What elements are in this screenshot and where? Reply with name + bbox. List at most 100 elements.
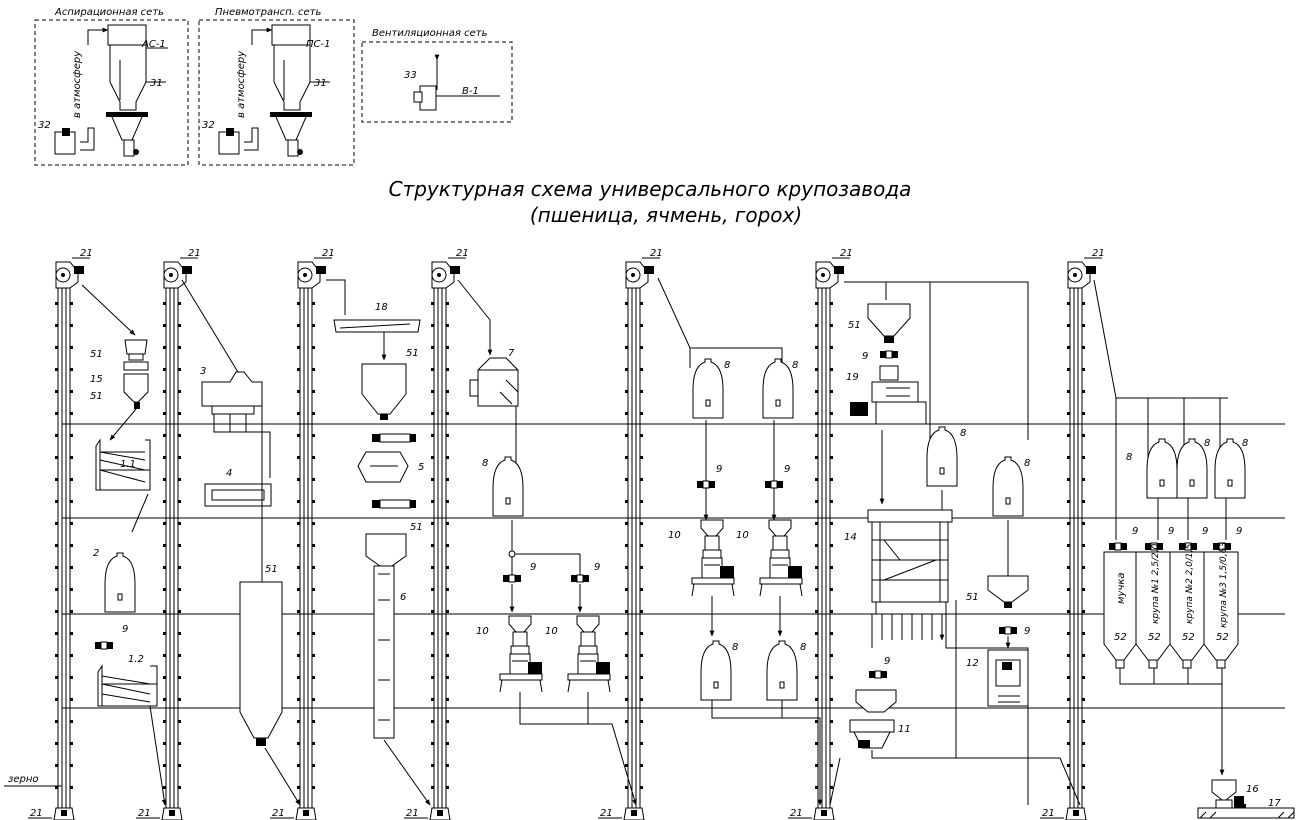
n51-d: 51: [406, 348, 419, 359]
column-5-equipment: 8 8 9 9 10 10 8 8: [657, 277, 820, 805]
elevator-number-bottom: 21: [272, 808, 285, 819]
n52-d: 52: [1216, 632, 1229, 643]
elevator: 21 21: [1040, 248, 1105, 820]
n1-2: 1.2: [128, 654, 144, 665]
pneumatic-network-inset: Пневмотрансп. сеть ПС-1 31 в атмосферу 3…: [198, 7, 355, 166]
n8-g: 8: [1024, 458, 1030, 469]
n51-c: 51: [265, 564, 278, 575]
n52-b: 52: [1148, 632, 1161, 643]
n9-j: 9: [1168, 526, 1174, 537]
ventilation-line-label: В-1: [462, 86, 479, 97]
n5: 5: [418, 462, 424, 473]
aspiration-line-label: АС-1: [141, 39, 166, 50]
n17: 17: [1268, 798, 1281, 809]
n52-c: 52: [1182, 632, 1195, 643]
elevator-number-bottom: 21: [790, 808, 803, 819]
n9-h: 9: [884, 656, 890, 667]
n51-g: 51: [966, 592, 979, 603]
n8-i: 8: [1204, 438, 1210, 449]
pneumatic-cyclone-number: 31: [314, 78, 327, 89]
pneumatic-fan-number: 32: [202, 120, 215, 131]
n8-d: 8: [732, 642, 738, 653]
separator-1-2: [97, 664, 158, 707]
n8-h: 8: [1126, 452, 1132, 463]
n7: 7: [508, 348, 515, 359]
n9-e: 9: [784, 464, 790, 475]
n1-1: 1.1: [120, 459, 136, 470]
n19: 19: [846, 372, 859, 383]
equipment-19: [850, 365, 927, 425]
elevator-number-top: 21: [456, 248, 469, 259]
bin-label-4: крупа №3 1,5/0,63: [1219, 542, 1229, 628]
scale-17: [1197, 804, 1295, 819]
column-6-equipment: 51 9 19 8 8 14 51 9: [829, 281, 1081, 806]
n52-a: 52: [1114, 632, 1127, 643]
n9-g: 9: [1024, 626, 1030, 637]
elevator-number-bottom: 21: [600, 808, 613, 819]
separator-1-1: [95, 438, 151, 491]
column-2-equipment: 3 4 51: [181, 279, 301, 806]
diagram-subtitle: (пшеница, ячмень, горох): [530, 203, 802, 227]
column-3-equipment: 18 51 5 51 6: [326, 279, 431, 806]
n8-c: 8: [792, 360, 798, 371]
packing-machine-16: [1211, 779, 1244, 809]
pneumatic-atmosphere-label: в атмосферу: [236, 50, 247, 118]
product-bins: мучка крупа №1 2,5/2,0 крупа №2 2,0/1,5 …: [1103, 542, 1239, 669]
n4: 4: [226, 468, 232, 479]
elevator: 21 21: [788, 248, 853, 820]
aspiration-fan-number: 32: [38, 120, 51, 131]
elevator-number-bottom: 21: [138, 808, 151, 819]
n51-a: 51: [90, 349, 103, 360]
equipment-11: [849, 719, 895, 749]
n51-f: 51: [848, 320, 861, 331]
n8-b: 8: [724, 360, 730, 371]
n9-b: 9: [530, 562, 536, 573]
n9-c: 9: [594, 562, 600, 573]
n9-k: 9: [1202, 526, 1208, 537]
elevator-number-top: 21: [1092, 248, 1105, 259]
n8-e: 8: [800, 642, 806, 653]
n51-e: 51: [410, 522, 423, 533]
aspiration-title: Аспирационная сеть: [54, 7, 164, 18]
n51-b: 51: [90, 391, 103, 402]
aspiration-cyclone-number: 31: [150, 78, 163, 89]
n10-b: 10: [545, 626, 558, 637]
n18: 18: [375, 302, 388, 313]
n6: 6: [400, 592, 406, 603]
elevator-number-top: 21: [80, 248, 93, 259]
n8-j: 8: [1242, 438, 1248, 449]
n9-a: 9: [122, 624, 128, 635]
aspiration-network-inset: Аспирационная сеть АС-1 31 в атмосферу 3…: [34, 7, 189, 166]
n10-a: 10: [476, 626, 489, 637]
column-4-equipment: 7 8 9 9 10 10: [457, 279, 636, 805]
n9-l: 9: [1236, 526, 1242, 537]
elevator: 21 21: [404, 248, 469, 820]
n12: 12: [966, 658, 979, 669]
bin-label-3: крупа №2 2,0/1,5: [1185, 543, 1195, 624]
n10-c: 10: [668, 530, 681, 541]
grain-input-label: зерно: [8, 774, 38, 785]
ventilation-title: Вентиляционная сеть: [372, 28, 488, 39]
ventilation-network-inset: Вентиляционная сеть В-1 33: [361, 28, 513, 123]
aspiration-atmosphere-label: в атмосферу: [72, 50, 83, 118]
n9-i: 9: [1132, 526, 1138, 537]
n14: 14: [844, 532, 857, 543]
elevator-number-top: 21: [840, 248, 853, 259]
n16: 16: [1246, 784, 1259, 795]
bin-label-2: крупа №1 2,5/2,0: [1151, 543, 1161, 624]
n9-f: 9: [862, 351, 868, 362]
elevator-number-bottom: 21: [406, 808, 419, 819]
diagram-title: Структурная схема универсального крупоза…: [389, 177, 912, 201]
equipment-12: [987, 649, 1029, 707]
elevator-number-top: 21: [322, 248, 335, 259]
n9-d: 9: [716, 464, 722, 475]
n3: 3: [200, 366, 206, 377]
ventilation-fan-number: 33: [404, 70, 417, 81]
n11: 11: [898, 724, 911, 735]
pneumatic-title: Пневмотрансп. сеть: [215, 7, 321, 18]
elevator-number-bottom: 21: [1042, 808, 1055, 819]
